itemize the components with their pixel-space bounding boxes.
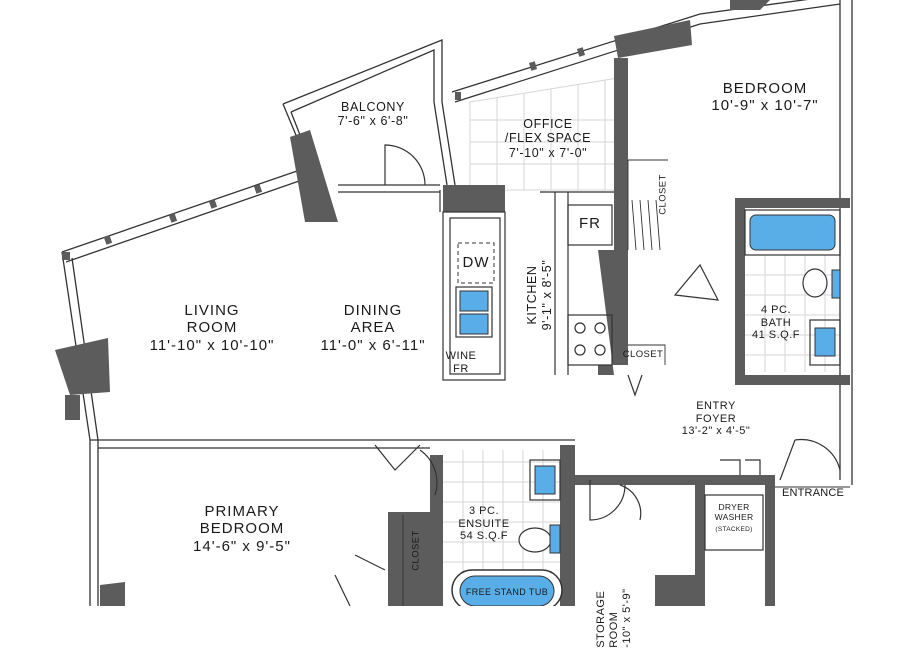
closet-label-bedroom: CLOSET	[657, 174, 669, 215]
wine-fridge-label: WINE FR	[446, 350, 477, 375]
kitchen-name: KITCHEN	[525, 265, 539, 325]
bedroom-label: BEDROOM 10'-9" x 10'-7"	[711, 80, 818, 115]
balcony-name: BALCONY	[341, 100, 405, 114]
bedroom-dims: 10'-9" x 10'-7"	[711, 97, 819, 115]
wine-fridge-line1: WINE	[445, 350, 477, 362]
office-name: OFFICE	[523, 117, 573, 131]
kitchen-label: KITCHEN 9'-1" x 8'-5"	[525, 210, 555, 380]
entry-dims: 13'-2" x 4'-5"	[681, 425, 751, 438]
fridge-label: FR	[579, 215, 601, 232]
dining-dims: 11'-0" x 6'-11"	[320, 336, 426, 354]
storage-dims: -10" x 5'-9"	[621, 588, 634, 648]
washer-label: WASHER	[714, 511, 754, 522]
bath-label: 4 PC. BATH 41 S.Q.F	[752, 304, 800, 342]
dryer-label: DRYER	[718, 502, 750, 512]
living-name: LIVING	[184, 302, 240, 319]
primary-name-2: BEDROOM	[199, 520, 285, 538]
ensuite-tile-floor	[443, 450, 560, 606]
ensuite-fixtures	[451, 459, 563, 606]
ensuite-type: 3 PC.	[468, 505, 499, 517]
bedroom-name: BEDROOM	[722, 80, 808, 97]
entry-foyer-label: ENTRY FOYER 13'-2" x 4'-5"	[682, 400, 751, 438]
living-name-2: ROOM	[186, 319, 238, 337]
living-room-label: LIVING ROOM 11'-10" x 10'-10"	[150, 302, 275, 354]
closet-label-primary: CLOSET	[410, 530, 422, 571]
primary-name: PRIMARY	[204, 503, 280, 520]
entrance-label: ENTRANCE	[781, 487, 845, 499]
ensuite-area: 54 S.Q.F	[459, 530, 509, 543]
primary-dims: 14'-6" x 9'-5"	[193, 537, 291, 555]
dishwasher-outline	[457, 242, 495, 284]
dishwasher-label: DW	[462, 254, 490, 271]
ensuite-label: 3 PC. ENSUITE 54 S.Q.F	[458, 505, 509, 543]
fridge-outline	[567, 204, 613, 246]
kitchen-counters	[442, 191, 614, 381]
balcony-label: BALCONY 7'-6" x 6'-8"	[338, 100, 409, 129]
entry-name: ENTRY	[696, 400, 736, 412]
living-dims: 11'-10" x 10'-10"	[149, 336, 275, 354]
bath-area: 41 S.Q.F	[751, 329, 801, 342]
storage-name: STORAGE	[595, 590, 608, 648]
dining-area-label: DINING AREA 11'-0" x 6'-11"	[320, 302, 425, 354]
laundry	[704, 494, 764, 551]
wine-fridge-line2: FR	[453, 362, 469, 375]
free-stand-tub-label: FREE STAND TUB	[465, 587, 549, 597]
stove	[567, 314, 613, 366]
balcony-dims: 7'-6" x 6'-8"	[337, 114, 409, 129]
kitchen-dims: 9'-1" x 8'-5"	[540, 259, 554, 331]
storage-name-2: ROOM	[608, 611, 621, 648]
closet-hatching	[402, 159, 668, 606]
storage-room-label: STORAGE ROOM -10" x 5'-9"	[595, 528, 635, 648]
thick-walls	[55, 0, 850, 606]
bath-name: BATH	[760, 316, 792, 329]
dining-name-2: AREA	[350, 319, 396, 337]
bath-fixtures	[744, 209, 841, 366]
office-label: OFFICE /FLEX SPACE 7'-10" x 7'-0"	[505, 117, 591, 160]
bath-type: 4 PC.	[760, 304, 791, 316]
primary-bedroom-label: PRIMARY BEDROOM 14'-6" x 9'-5"	[193, 503, 291, 555]
floor-plan	[55, 0, 853, 606]
office-name-2: /FLEX SPACE	[504, 131, 592, 146]
closet-label-kitchen: CLOSET	[622, 349, 664, 360]
office-dims: 7'-10" x 7'-0"	[508, 145, 588, 160]
window-marks	[62, 47, 586, 260]
doors	[334, 144, 841, 606]
dining-name: DINING	[343, 302, 403, 319]
entry-name-2: FOYER	[695, 412, 737, 425]
stacked-note: (STACKED)	[715, 525, 753, 533]
laundry-label: DRYER WASHER (STACKED)	[714, 502, 754, 533]
sink	[455, 286, 493, 338]
ensuite-name: ENSUITE	[458, 517, 510, 530]
